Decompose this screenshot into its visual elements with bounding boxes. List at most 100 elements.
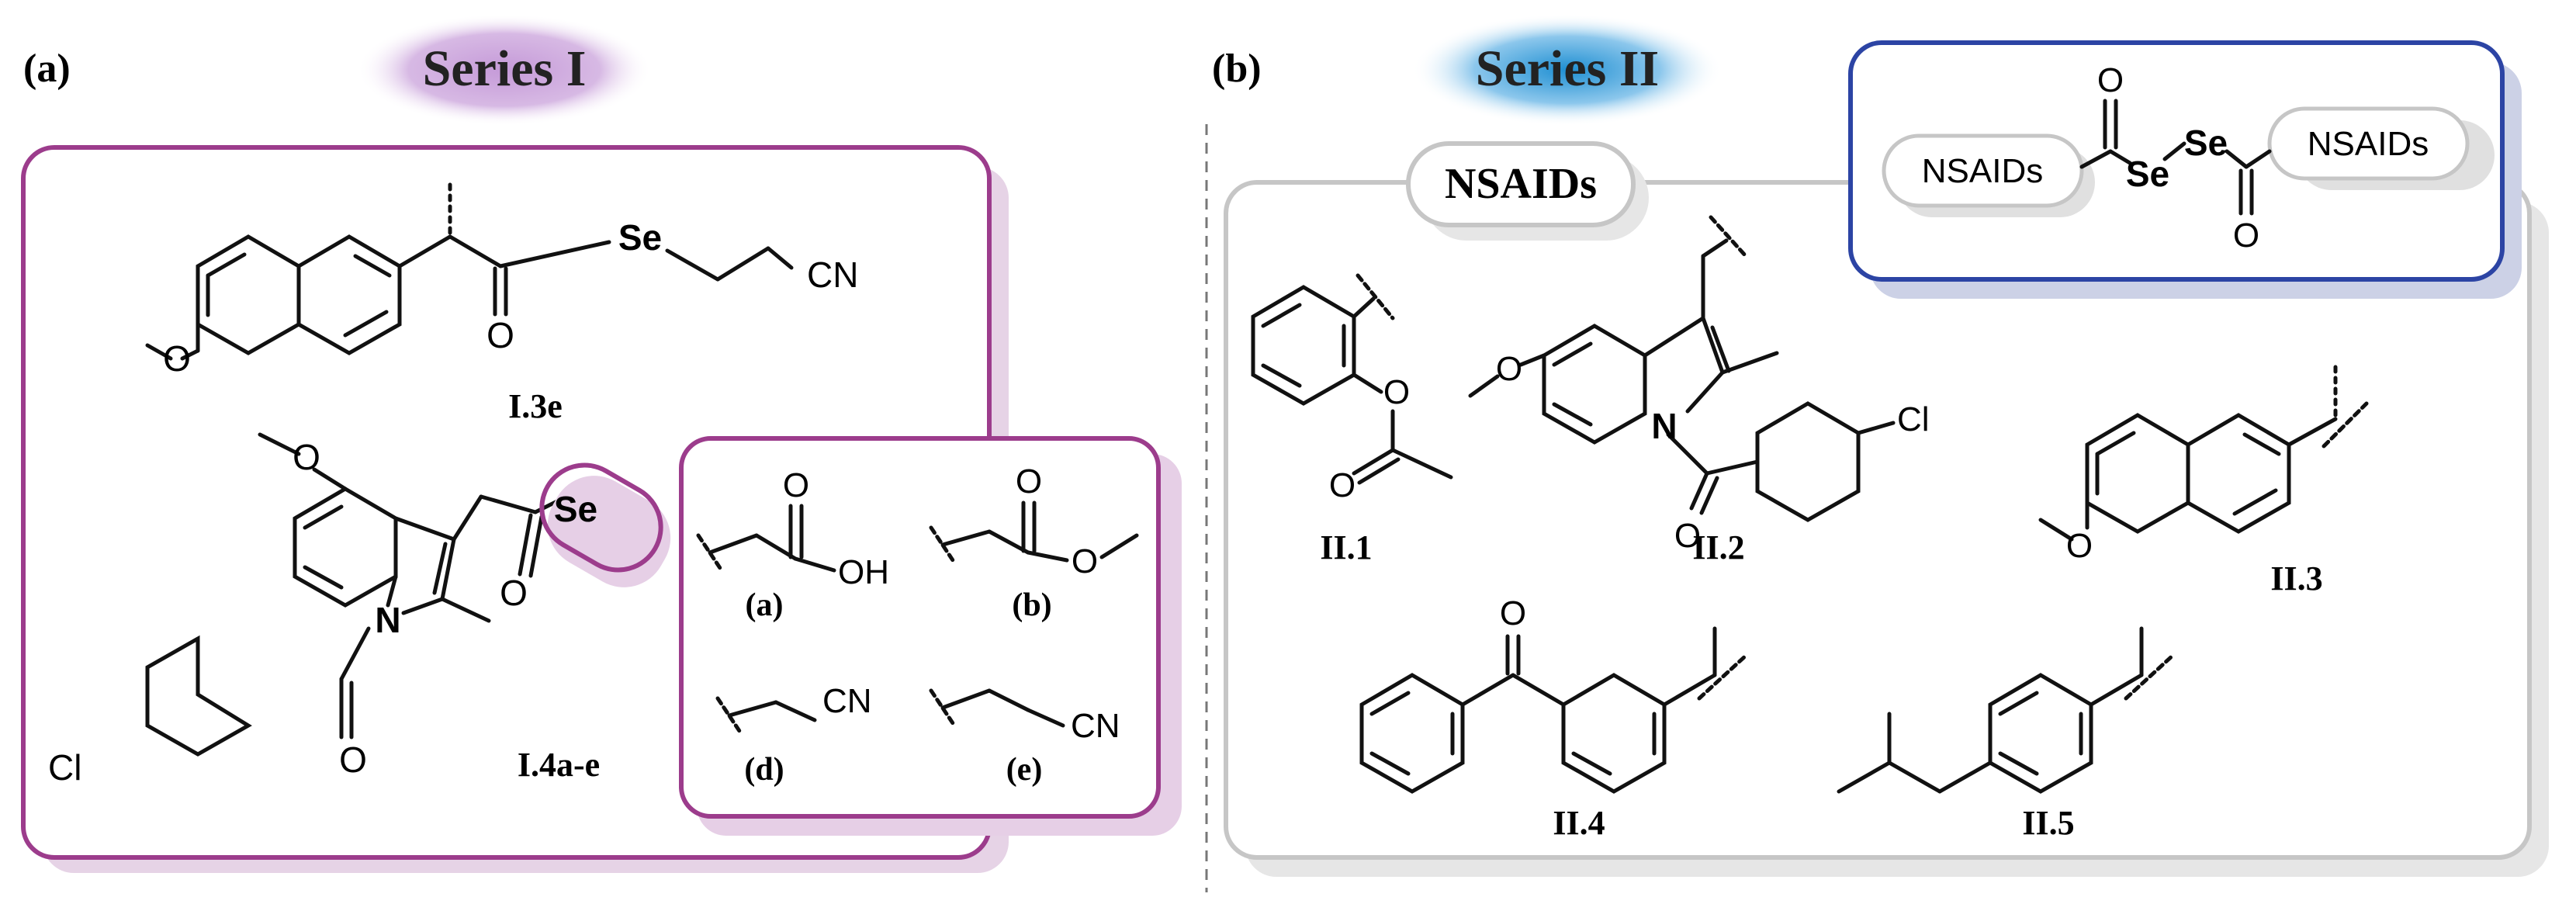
ii3-inner xyxy=(2232,488,2278,516)
diselenide-left-pill xyxy=(1882,133,2084,208)
ds-bond xyxy=(2225,149,2249,169)
ds-bond xyxy=(2162,141,2186,161)
ii4-inner xyxy=(1571,751,1612,776)
ii2-methoxy xyxy=(1518,353,1546,367)
diselenide-o-bottom: O xyxy=(2233,216,2259,255)
i4-pyrrole xyxy=(440,537,456,601)
ii1-carbonyl xyxy=(1357,457,1401,485)
i3e-chain-bond xyxy=(665,248,720,282)
i4-methoxy xyxy=(312,467,348,491)
ii2-cl-bond xyxy=(1856,421,1896,435)
i3e-methoxy-bond xyxy=(180,348,200,361)
ii5-label: II.5 xyxy=(2022,804,2074,842)
i4-label: I.4a-e xyxy=(518,746,600,784)
substituent-a xyxy=(696,504,836,573)
ds-bond xyxy=(2108,149,2132,165)
ii4-inner xyxy=(1369,751,1411,776)
ii3-methoxy xyxy=(2038,518,2074,542)
panel-b-tag: (b) xyxy=(1212,47,1262,91)
panel-a-tag: (a) xyxy=(23,47,71,91)
i3e-chain-bond xyxy=(766,246,794,270)
sub-a-id: (a) xyxy=(746,587,784,623)
ii3-inner xyxy=(2242,432,2281,456)
ds-bond xyxy=(2079,149,2113,169)
ii5-inner xyxy=(1998,751,2039,776)
sub-b-bond xyxy=(1099,533,1139,559)
diselenide-right-group: NSAIDs xyxy=(2308,125,2429,163)
sub-d-bond xyxy=(727,700,778,718)
compound-ii5 xyxy=(1837,626,2175,794)
diselenide-box xyxy=(1848,40,2505,282)
i3e-label: I.3e xyxy=(508,387,563,425)
sub-e-id: (e) xyxy=(1006,752,1043,788)
sub-b-o-top: O xyxy=(1016,462,1042,500)
i4-inner-bond xyxy=(303,565,344,590)
ii2-wavy xyxy=(1709,215,1748,258)
i3e-inner-bond xyxy=(353,254,392,278)
ii1-ester xyxy=(1390,448,1453,480)
sub-b-id: (b) xyxy=(1012,587,1051,623)
ii2-inner xyxy=(1552,402,1593,427)
sub-b-bond xyxy=(1026,550,1069,563)
ii4-label: II.4 xyxy=(1553,804,1605,842)
i3e-se: Se xyxy=(618,217,662,258)
compound-i3e xyxy=(145,176,794,361)
substituent-b xyxy=(929,500,1139,565)
i4-methyl xyxy=(440,597,491,623)
i3e-chain-bond xyxy=(397,234,452,268)
i4-o-amide: O xyxy=(339,739,367,780)
ii3-wavy xyxy=(2322,401,2369,449)
ii1-inner xyxy=(1261,363,1302,388)
i4-n-carbonyl xyxy=(339,626,371,681)
se-bubble xyxy=(539,462,663,573)
ii2-inner xyxy=(1552,341,1593,367)
i4-methoxy xyxy=(258,432,301,456)
nsaid-tag-label: NSAIDs xyxy=(1445,160,1597,208)
ii2-label: II.2 xyxy=(1692,528,1744,566)
series-ii-label: Series II xyxy=(1476,40,1659,97)
i4-o-methoxy: O xyxy=(293,437,320,477)
sub-b-bond xyxy=(940,529,992,547)
i4-pyrrole xyxy=(393,516,456,542)
i4-pyrrole xyxy=(432,542,448,595)
diselenide-bonds xyxy=(2079,99,2272,216)
ii1-ester xyxy=(1352,372,1383,394)
i3e-chain-bond xyxy=(498,240,611,268)
diselenide-se-1: Se xyxy=(2126,154,2169,194)
ii3-chain xyxy=(2287,417,2338,447)
sub-a-o: O xyxy=(783,466,809,504)
ii3-label: II.3 xyxy=(2270,559,2322,597)
i4-inner-bond xyxy=(303,504,344,530)
ii2-amide xyxy=(1705,459,1760,476)
i3e-inner-bond xyxy=(206,252,247,278)
i4-chain xyxy=(452,494,483,542)
i4-cl: Cl xyxy=(48,747,81,788)
i4-n: N xyxy=(375,600,400,640)
ii2-ch2 xyxy=(1701,238,1729,258)
ii5-chain xyxy=(2089,673,2144,707)
ii2-o-methoxy: O xyxy=(1496,350,1522,388)
nsaid-tag xyxy=(1406,141,1636,227)
series-ii-badge xyxy=(1412,14,1723,126)
i3e-cn: CN xyxy=(807,255,858,295)
compound-ii3 xyxy=(2038,362,2369,542)
sub-e-bond xyxy=(940,688,992,710)
compound-ii2 xyxy=(1468,215,1896,522)
ii2-pyrrole xyxy=(1701,316,1725,375)
ii4-wavy xyxy=(1697,653,1748,701)
ii1-label: II.1 xyxy=(1320,528,1372,566)
compound-ii4 xyxy=(1359,626,1748,794)
ii3-o: O xyxy=(2066,527,2093,565)
sub-e-cn: CN xyxy=(1071,707,1120,745)
ii2-cl: Cl xyxy=(1897,400,1930,438)
ii4-bond xyxy=(1511,673,1566,707)
ii5-isobutyl xyxy=(1887,760,1942,794)
compound-ii1 xyxy=(1251,273,1453,485)
ii2-methoxy xyxy=(1468,374,1500,398)
sub-e-bond xyxy=(987,688,1030,712)
diselenide-right-pill xyxy=(2267,106,2470,181)
diselenide-se-2: Se xyxy=(2184,123,2228,163)
i4-o-ester: O xyxy=(500,573,528,613)
ii2-amide xyxy=(1666,432,1709,476)
sub-d-id: (d) xyxy=(744,752,784,788)
